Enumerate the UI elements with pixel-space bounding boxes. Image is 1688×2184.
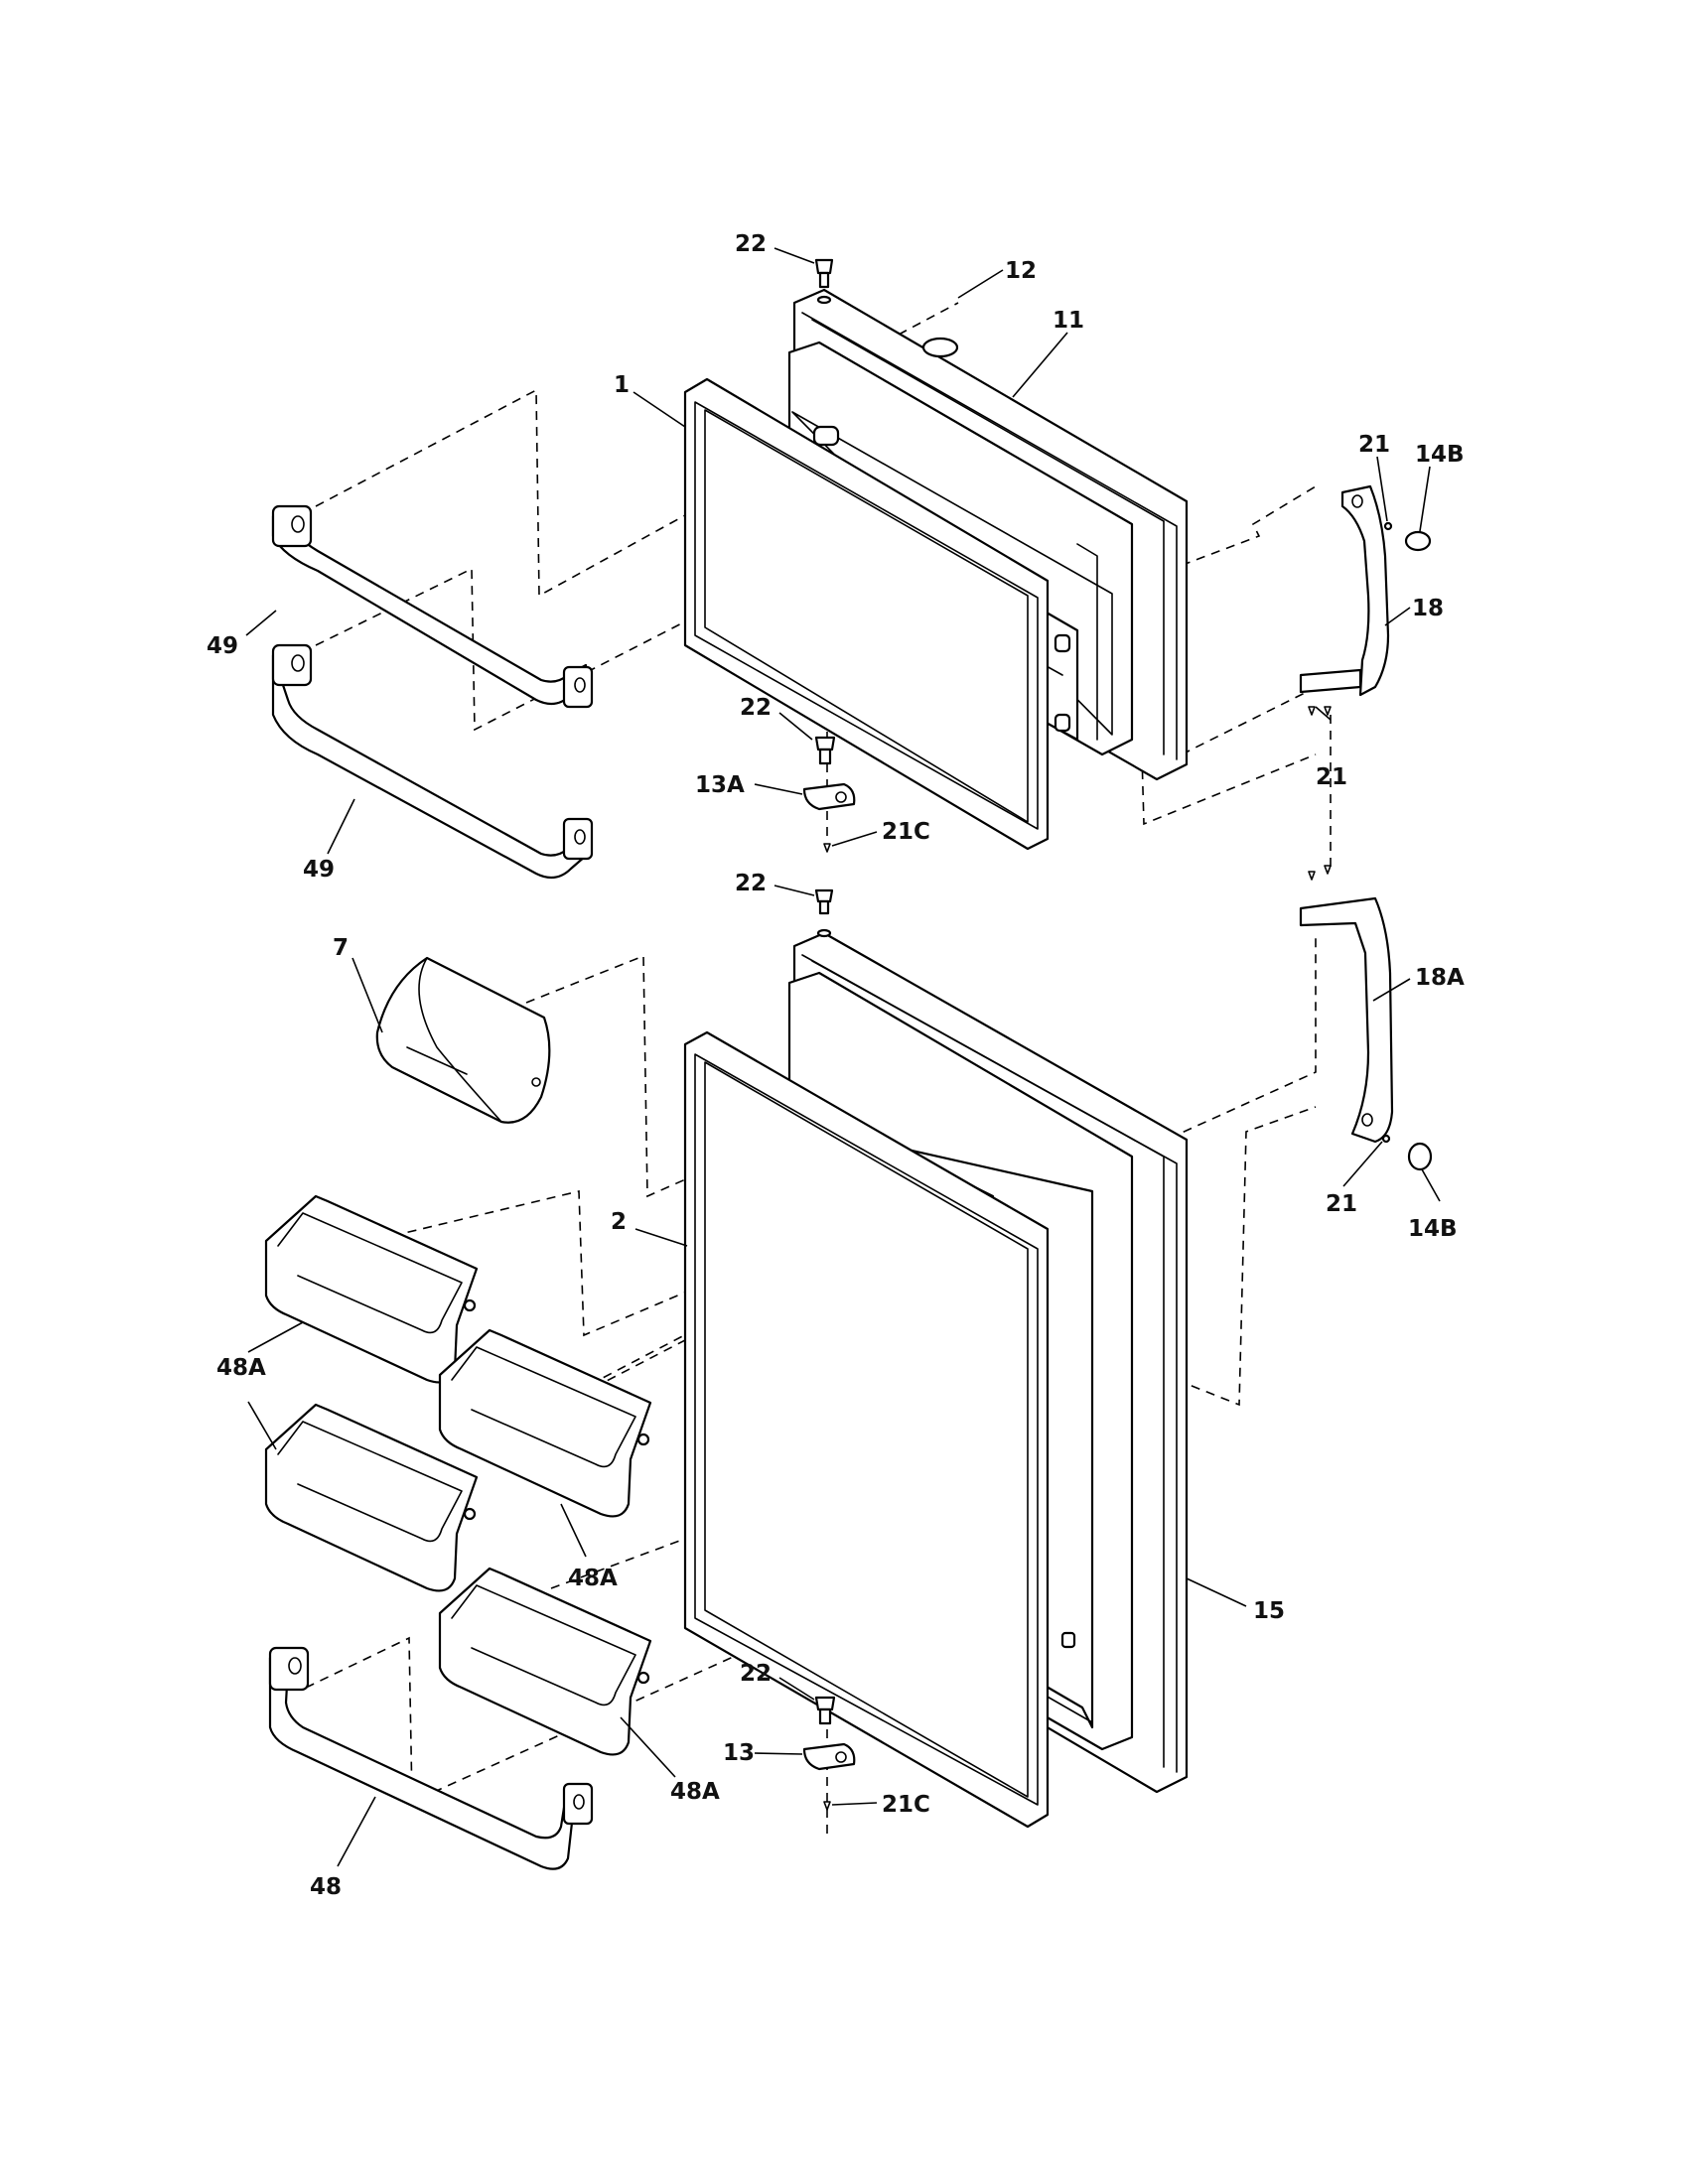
callout-13A: 13A bbox=[695, 772, 745, 798]
lower-door-gasket bbox=[683, 1030, 1050, 1829]
callout-2: 2 bbox=[611, 1209, 627, 1235]
door-bin-48A-1 bbox=[264, 1194, 479, 1384]
callout-21-lower: 21 bbox=[1326, 1191, 1357, 1217]
callout-48A-left: 48A bbox=[216, 1355, 266, 1381]
upper-shelf-49-top bbox=[271, 504, 594, 709]
callout-14B-lower: 14B bbox=[1408, 1216, 1458, 1242]
leader-lines bbox=[245, 247, 1441, 1867]
callout-48A-middle: 48A bbox=[568, 1566, 618, 1591]
callout-21-mid: 21 bbox=[1316, 764, 1347, 790]
door-bin-48A-4 bbox=[438, 1567, 652, 1756]
lower-handle bbox=[1299, 865, 1433, 1171]
callout-7: 7 bbox=[333, 935, 349, 961]
callout-49-upper: 49 bbox=[207, 633, 238, 659]
door-bin-48A-2 bbox=[438, 1328, 652, 1518]
lower-hinge-hardware bbox=[802, 888, 856, 1811]
callout-18A: 18A bbox=[1415, 965, 1465, 991]
upper-door-gasket bbox=[683, 377, 1050, 851]
callout-49-lower: 49 bbox=[303, 857, 335, 883]
callout-1: 1 bbox=[614, 372, 630, 398]
callout-21C-lower: 21C bbox=[882, 1792, 930, 1818]
callout-21C-upper: 21C bbox=[882, 819, 930, 845]
callout-22-top: 22 bbox=[735, 231, 767, 257]
door-shelf-48 bbox=[268, 1646, 594, 1870]
callout-11: 11 bbox=[1053, 308, 1084, 334]
callout-18: 18 bbox=[1412, 596, 1444, 621]
callout-48A-bottom: 48A bbox=[670, 1779, 720, 1805]
callout-22-lower-hinge: 22 bbox=[740, 1661, 772, 1687]
callout-22-lower-top: 22 bbox=[735, 871, 767, 896]
callout-13: 13 bbox=[723, 1740, 755, 1766]
upper-shelf-49-bottom bbox=[271, 643, 594, 880]
door-bin-48A-3 bbox=[264, 1403, 479, 1592]
callout-14B-upper: 14B bbox=[1415, 442, 1465, 468]
callout-labels: 22 12 11 1 21 14B 18 49 22 21 13A 21C 49… bbox=[207, 231, 1465, 1900]
crisper-canister bbox=[375, 956, 551, 1124]
callout-22-upper-hinge: 22 bbox=[740, 695, 772, 721]
upper-hinge-hardware bbox=[802, 258, 959, 853]
upper-handle bbox=[1299, 484, 1432, 716]
callout-12: 12 bbox=[1005, 258, 1037, 284]
callout-48: 48 bbox=[310, 1874, 342, 1900]
callout-21-upper: 21 bbox=[1358, 432, 1390, 458]
callout-15: 15 bbox=[1253, 1598, 1285, 1624]
